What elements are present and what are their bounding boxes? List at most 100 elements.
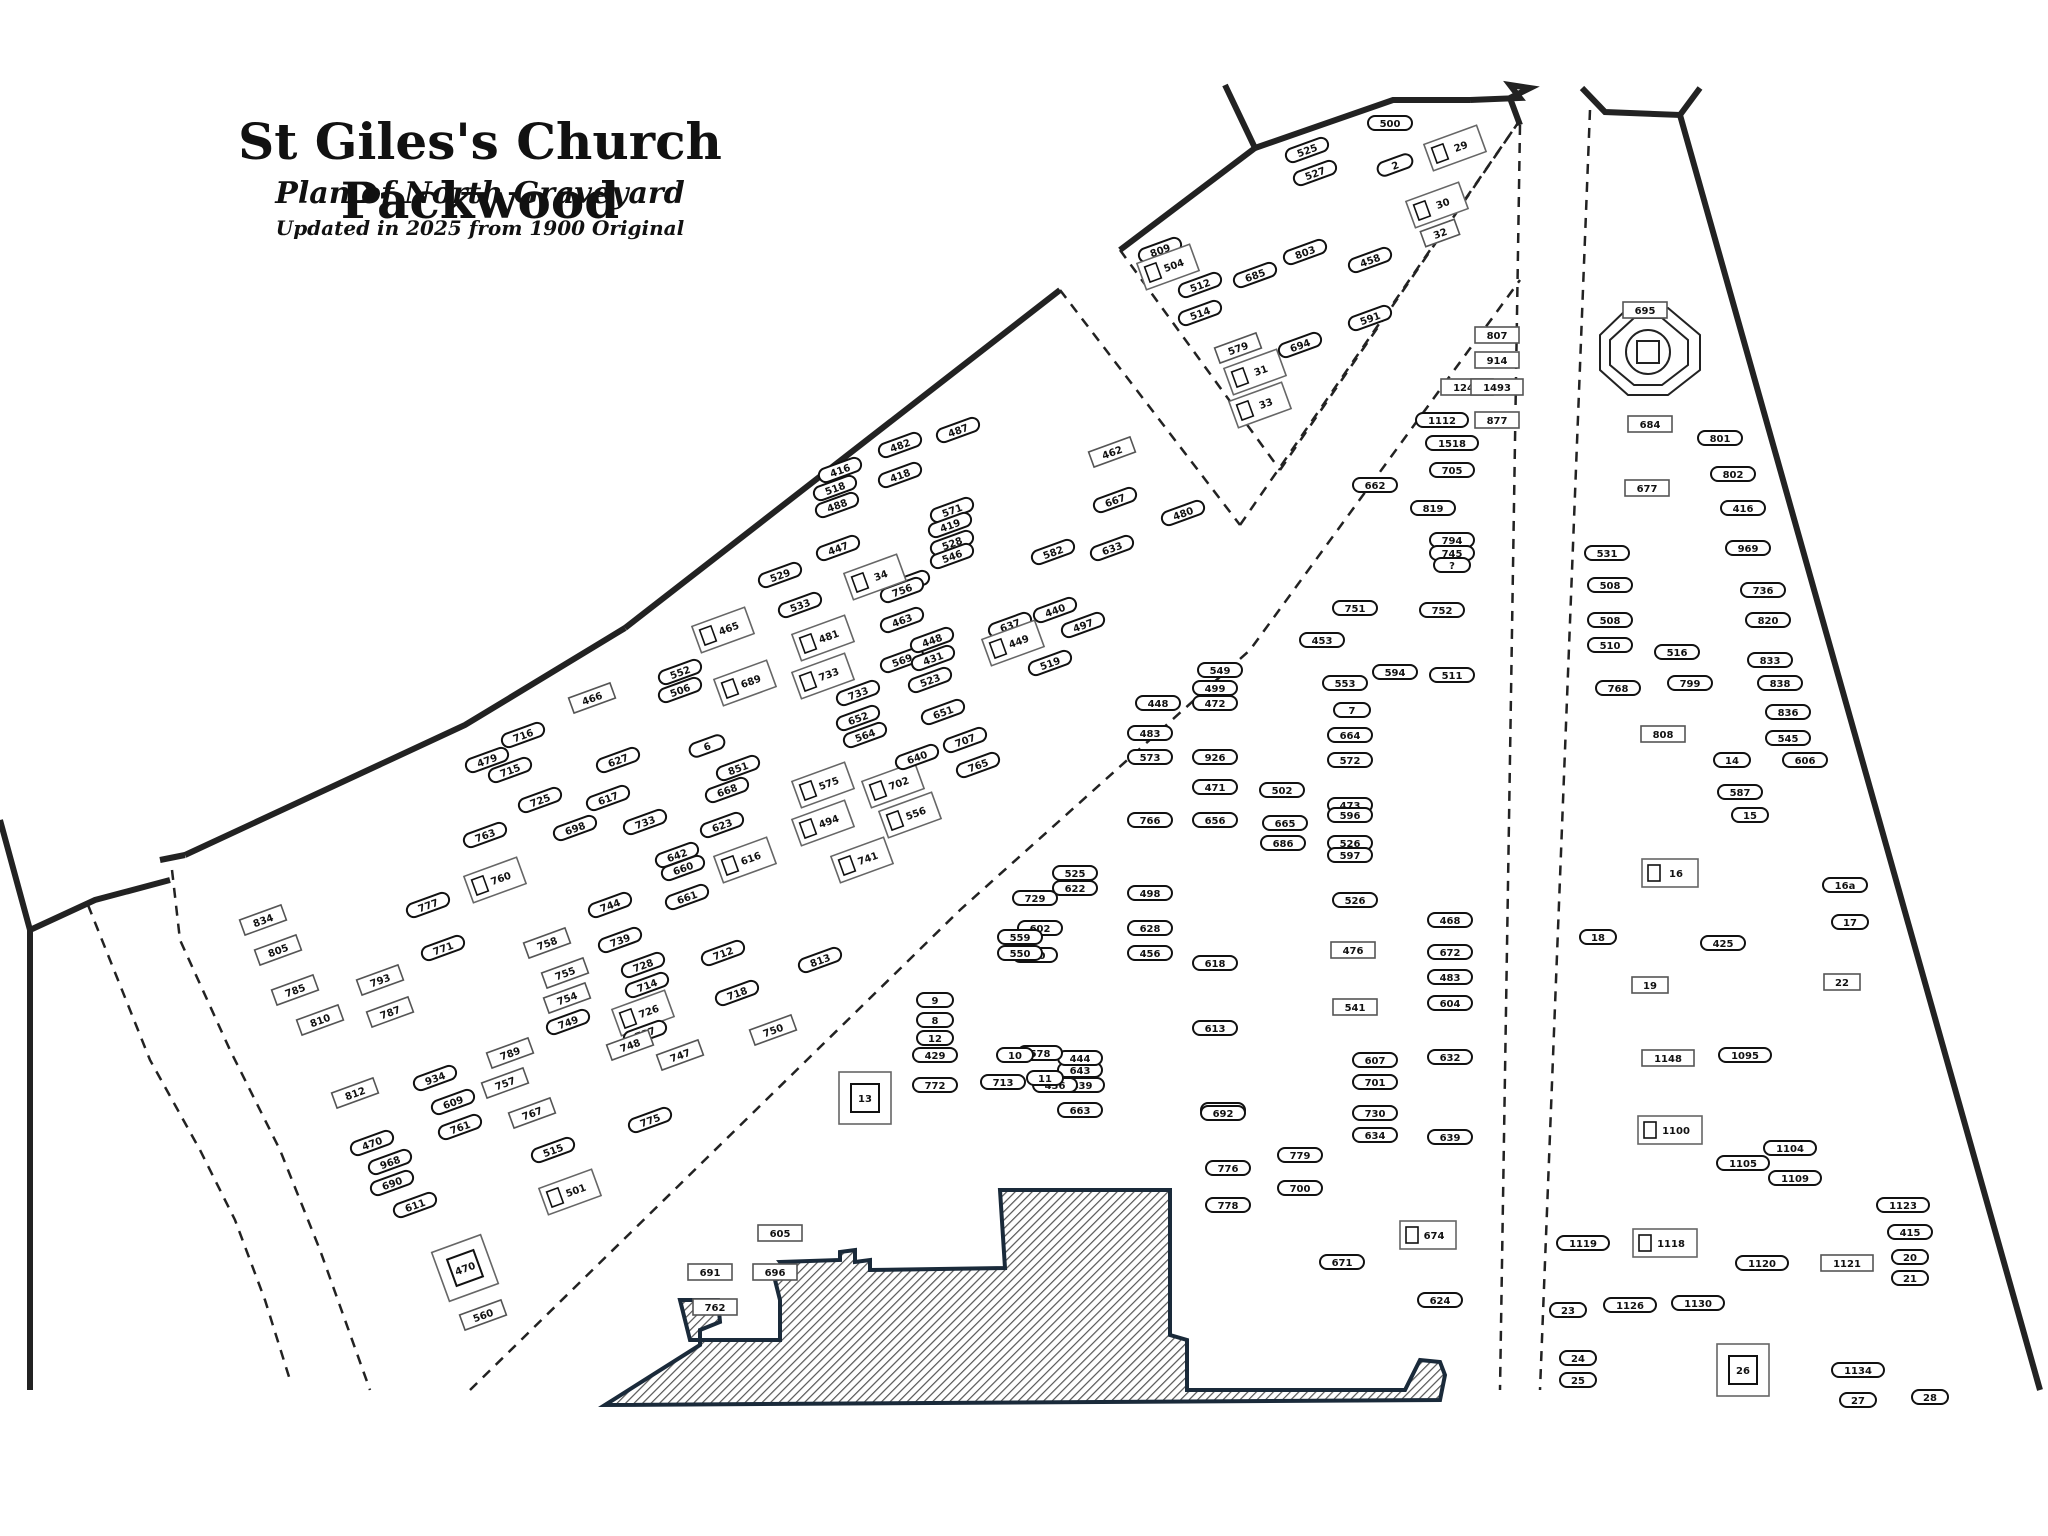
- grave-526: 526: [1332, 892, 1378, 908]
- grave-label: 511: [1442, 671, 1463, 682]
- grave-807: 807: [1474, 326, 1520, 344]
- grave-label: 677: [1637, 484, 1658, 495]
- grave-label: 578: [1030, 1049, 1051, 1060]
- grave-1118: 1118: [1632, 1228, 1698, 1258]
- grave-802: 802: [1710, 466, 1756, 482]
- map-title: St Giles's Church Packwood: [238, 112, 722, 230]
- grave-700: 700: [1277, 1180, 1323, 1196]
- grave-793: 793: [355, 963, 405, 997]
- grave-444: 444: [1057, 1050, 1103, 1066]
- grave-label: 6: [702, 741, 712, 754]
- grave-668: 668: [704, 776, 750, 804]
- grave-766: 766: [1127, 812, 1173, 828]
- grave-12: 12: [916, 1030, 954, 1046]
- grave-662: 662: [1352, 477, 1398, 493]
- grave-661: 661: [664, 883, 710, 911]
- grave-8: 8: [916, 1012, 954, 1028]
- grave-755: 755: [540, 956, 590, 990]
- grave-926: 926: [1192, 749, 1238, 765]
- grave-767: 767: [507, 1096, 557, 1130]
- grave-label: 472: [1205, 699, 1226, 710]
- grave-707: 707: [942, 726, 988, 754]
- grave-494: 494: [790, 799, 856, 847]
- grave-552: 552: [657, 658, 703, 686]
- grave-506: 506: [657, 676, 703, 704]
- grave-label: 768: [1608, 684, 1629, 695]
- grave-488: 488: [814, 491, 860, 519]
- grave-624: 624: [1417, 1292, 1463, 1308]
- grave-934: 934: [412, 1064, 458, 1092]
- grave-label: 8: [932, 1016, 939, 1027]
- grave-573: 573: [1127, 749, 1173, 765]
- grave-label: 1123: [1889, 1201, 1917, 1212]
- grave-21: 21: [1891, 1270, 1929, 1286]
- map-note: Updated in 2025 from 1900 Original: [275, 216, 685, 240]
- grave-18: 18: [1579, 929, 1617, 945]
- grave-label: 914: [1487, 356, 1508, 367]
- grave-502: 502: [1259, 782, 1305, 798]
- grave-587: 587: [1717, 784, 1763, 800]
- grave-label: 1109: [1781, 1174, 1809, 1185]
- grave-?: ?: [1433, 557, 1471, 573]
- grave-label: 559: [1010, 933, 1031, 944]
- grave-label: 25: [1571, 1376, 1585, 1387]
- grave-833: 833: [1747, 652, 1793, 668]
- grave-label: 1120: [1748, 1259, 1776, 1270]
- grave-label: 622: [1065, 884, 1086, 895]
- grave-674: 674: [1399, 1220, 1457, 1250]
- grave-label: 745: [1442, 549, 1463, 560]
- grave-597: 597: [1327, 847, 1373, 863]
- grave-label: 1249: [1453, 383, 1481, 394]
- grave-label: 1112: [1428, 416, 1456, 427]
- grave-415: 415: [1887, 1224, 1933, 1240]
- grave-label: 632: [1440, 1053, 1461, 1064]
- grave-470: 470: [349, 1129, 395, 1157]
- grave-689: 689: [712, 659, 778, 707]
- grave-16a: 16a: [1822, 877, 1868, 893]
- grave-2: 2: [1376, 153, 1414, 177]
- grave-label: 29: [1453, 140, 1470, 155]
- grave-label: 664: [1340, 731, 1361, 742]
- grave-623: 623: [699, 811, 745, 839]
- grave-733: 733: [835, 679, 881, 707]
- grave-31: 31: [1222, 348, 1288, 396]
- grave-820: 820: [1745, 612, 1791, 628]
- grave-label: 526: [1340, 839, 1361, 850]
- grave-label: 572: [1340, 756, 1361, 767]
- grave-label: 526: [1345, 896, 1366, 907]
- grave-785: 785: [270, 973, 320, 1007]
- grave-label: 1518: [1438, 439, 1466, 450]
- grave-10: 10: [996, 1047, 1034, 1063]
- grave-label: 17: [1843, 918, 1857, 929]
- grave-713: 713: [980, 1074, 1026, 1090]
- grave-label: 594: [1385, 668, 1406, 679]
- grave-808: 808: [1640, 725, 1686, 743]
- grave-label: 453: [1312, 636, 1333, 647]
- grave-label: 416: [1733, 504, 1754, 515]
- grave-label: 11: [1038, 1074, 1052, 1085]
- grave-1148: 1148: [1641, 1049, 1695, 1067]
- grave-739: 739: [597, 926, 643, 954]
- grave-591: 591: [1347, 304, 1393, 332]
- grave-758: 758: [522, 926, 572, 960]
- grave-572: 572: [1327, 752, 1373, 768]
- grave-579: 579: [1213, 331, 1263, 365]
- grave-30: 30: [1404, 181, 1470, 229]
- grave-702: 702: [860, 761, 926, 809]
- grave-label: 16a: [1835, 881, 1856, 892]
- grave-425: 425: [1700, 935, 1746, 951]
- grave-label: 22: [1835, 978, 1849, 989]
- grave-label: 32: [1432, 227, 1449, 242]
- grave-448: 448: [909, 626, 955, 654]
- grave-label: 662: [1365, 481, 1386, 492]
- grave-label: 1119: [1569, 1239, 1597, 1250]
- grave-771: 771: [420, 934, 466, 962]
- grave-label: 1121: [1833, 1259, 1861, 1270]
- grave-604: 604: [1427, 995, 1473, 1011]
- grave-677: 677: [1624, 479, 1670, 497]
- grave-667: 667: [1092, 486, 1138, 514]
- grave-499: 499: [1192, 680, 1238, 696]
- grave-27: 27: [1839, 1392, 1877, 1408]
- grave-label: 713: [993, 1078, 1014, 1089]
- grave-label: 476: [1343, 946, 1364, 957]
